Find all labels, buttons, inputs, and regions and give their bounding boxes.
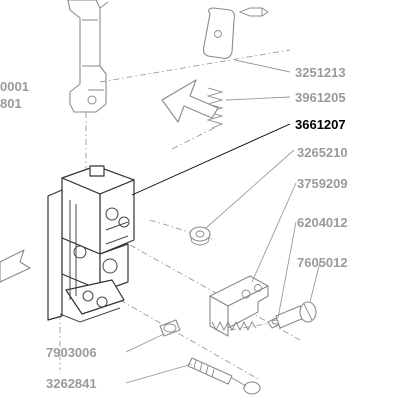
- left-arrow-icon: [0, 249, 31, 283]
- assembly-arrow-icon: [161, 79, 219, 123]
- label-3661207: 3661207: [295, 117, 346, 132]
- upper-bracket-part: [67, 0, 109, 113]
- leader-lines: [125, 59, 321, 384]
- label-3251213: 3251213: [295, 65, 346, 80]
- spring-part: [206, 87, 224, 129]
- bushing-part: [189, 226, 211, 246]
- label-3262841: 3262841: [46, 376, 97, 391]
- label-6204012: 6204012: [297, 215, 348, 230]
- label-3961205: 3961205: [295, 90, 346, 105]
- small-screw-part: [159, 319, 181, 337]
- main-block-part: [47, 165, 135, 323]
- label-3265210: 3265210: [297, 145, 348, 160]
- label-cut-801: 801: [0, 96, 22, 111]
- rack-part: [209, 275, 269, 337]
- label-7903006: 7903006: [46, 345, 97, 360]
- label-3759209: 3759209: [297, 176, 348, 191]
- clip-plate-part: [202, 7, 269, 59]
- label-cut-0001: 0001: [0, 79, 29, 94]
- part-labels: 3251213 3961205 3661207 3265210 3759209 …: [0, 65, 348, 391]
- label-7605012: 7605012: [297, 255, 348, 270]
- threaded-pin-part: [187, 357, 261, 395]
- screw-part: [275, 301, 317, 329]
